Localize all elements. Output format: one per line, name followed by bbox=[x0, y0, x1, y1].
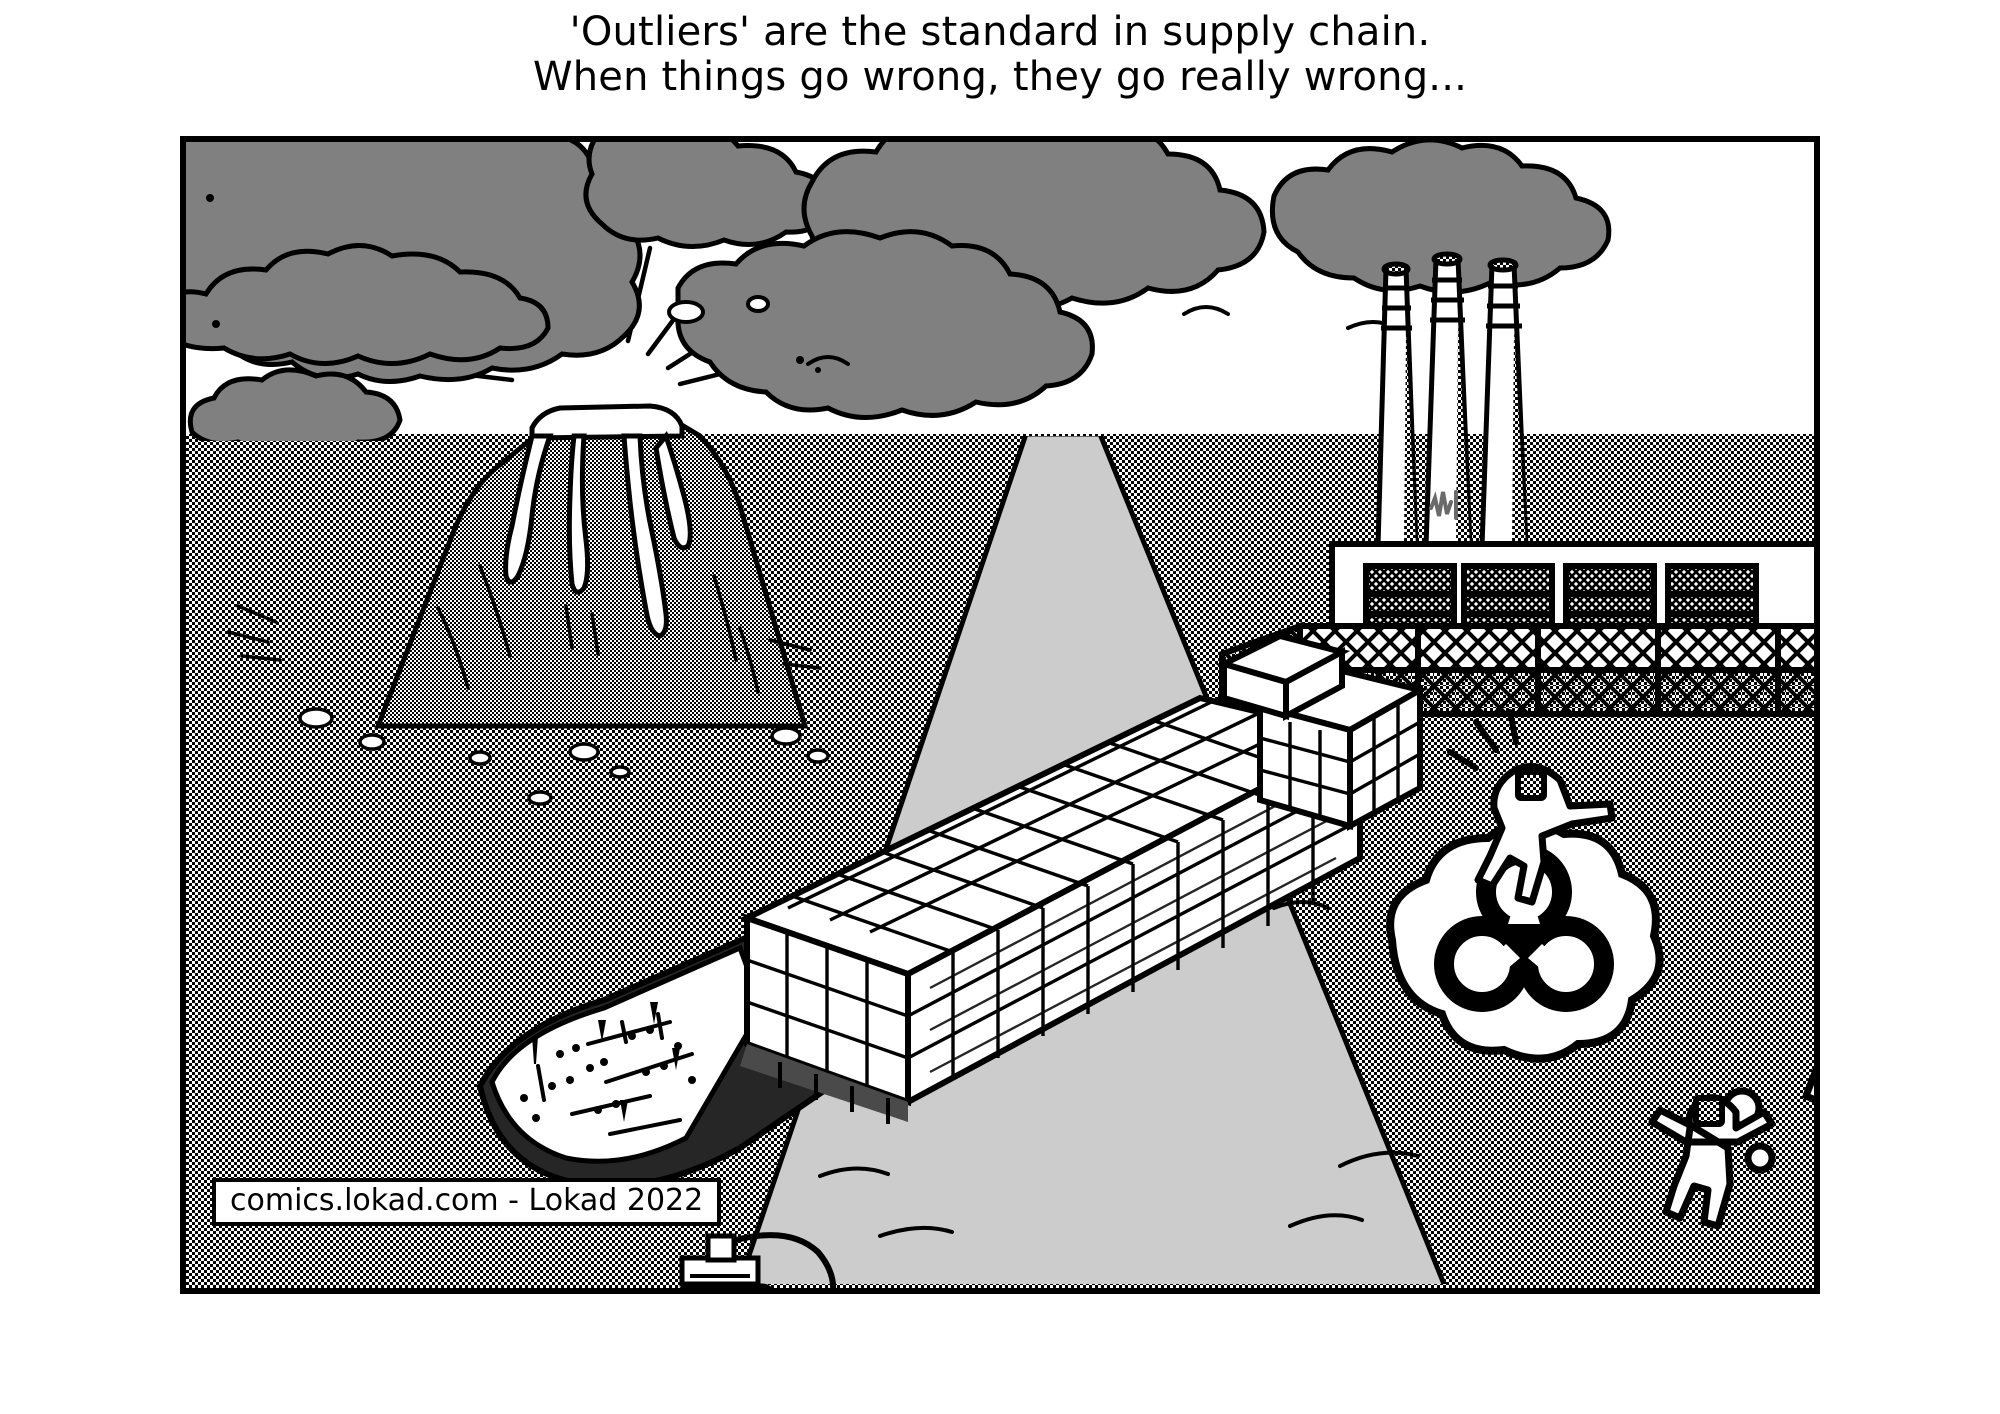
comic-title-line-2: When things go wrong, they go really wro… bbox=[532, 53, 1468, 100]
storm-clouds bbox=[185, 141, 1612, 441]
excavator bbox=[678, 1232, 836, 1289]
cargo-stack bbox=[739, 632, 1429, 1108]
factory-logo bbox=[1429, 490, 1458, 520]
factory-windows bbox=[1363, 563, 1759, 635]
credit-text: comics.lokad.com - Lokad 2022 bbox=[230, 1183, 704, 1218]
worker-figure bbox=[1648, 1094, 1776, 1230]
factory bbox=[1219, 251, 1815, 739]
comic-title-line-1: 'Outliers' are the standard in supply ch… bbox=[569, 9, 1431, 55]
credit-box: comics.lokad.com - Lokad 2022 bbox=[212, 1178, 722, 1226]
comic-panel bbox=[180, 136, 1820, 1294]
lava-flows bbox=[503, 430, 693, 639]
worker-figure bbox=[1802, 1064, 1815, 1104]
comic-title: 'Outliers' are the standard in supply ch… bbox=[0, 10, 2000, 100]
fleeing-workers bbox=[1447, 709, 1815, 1230]
smokestacks bbox=[1375, 251, 1529, 549]
worker-figure bbox=[1474, 763, 1616, 906]
container-ship bbox=[476, 632, 1429, 1189]
biohazard-thought-bubble bbox=[1386, 819, 1776, 1174]
